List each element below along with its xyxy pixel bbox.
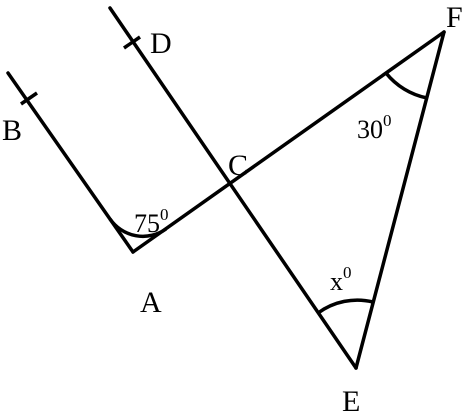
segment-AF (131, 30, 446, 254)
angle-arc-F (384, 71, 428, 100)
point-label-F: F (446, 1, 463, 34)
svg-text:300: 300 (357, 111, 392, 144)
point-label-A: A (140, 286, 162, 319)
point-label-E: E (342, 385, 360, 418)
angle-degree-A: 0 (160, 205, 169, 224)
svg-text:750: 750 (134, 205, 169, 238)
angle-label-A: 750 (134, 205, 169, 238)
point-label-C: C (228, 149, 248, 182)
angle-label-E: x0 (330, 263, 352, 296)
angle-degree-E: 0 (343, 263, 352, 282)
angle-arc-A (108, 217, 168, 239)
angle-degree-F: 0 (383, 111, 392, 130)
angle-label-F: 300 (357, 111, 392, 144)
point-label-B: B (2, 114, 22, 147)
angle-arc-E (316, 298, 374, 315)
segment-DE (108, 6, 358, 370)
point-label-D: D (150, 27, 172, 60)
tick-mark-AB (20, 91, 38, 106)
angle-value-A: 75 (134, 209, 160, 238)
angle-value-F: 30 (357, 115, 383, 144)
tick-mark-DE (123, 35, 141, 50)
segment-EF (354, 30, 446, 370)
svg-text:x0: x0 (330, 263, 352, 296)
angle-value-E: x (330, 267, 343, 296)
